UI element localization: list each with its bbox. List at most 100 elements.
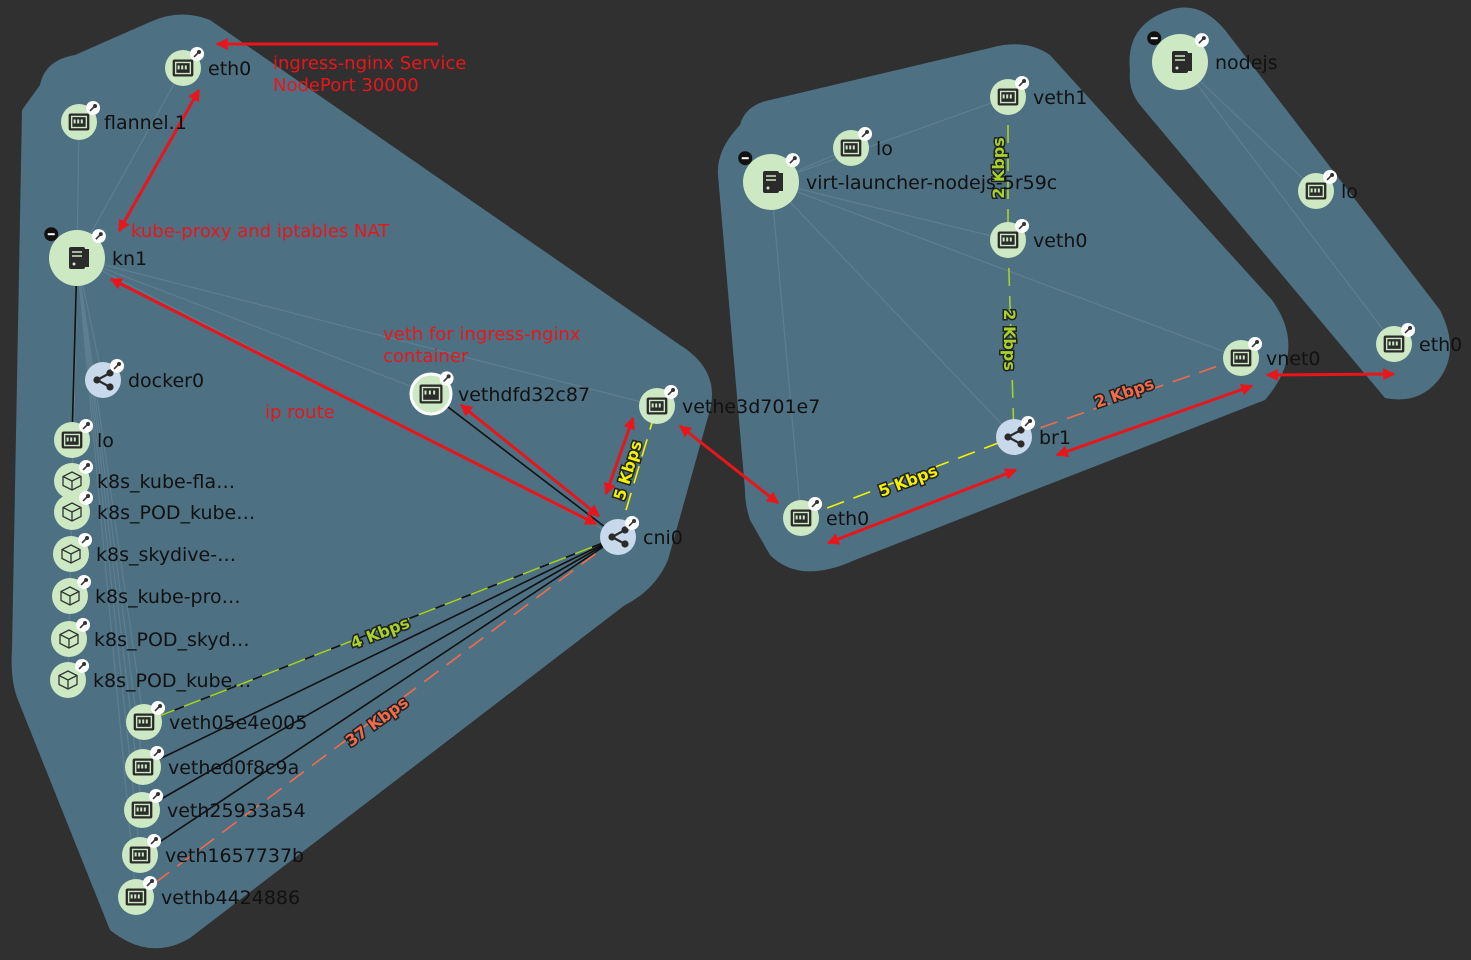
- node-label: vethed0f8c9a: [168, 757, 299, 779]
- pin-icon[interactable]: [858, 126, 873, 141]
- arrow-vethdfd-cni0: [460, 403, 600, 518]
- node-nodejs-eth0[interactable]: eth0: [1376, 322, 1462, 362]
- pin-icon[interactable]: [1248, 336, 1263, 351]
- node-virt[interactable]: virt-launcher-nodejs-5r59c: [738, 151, 1057, 210]
- node-k2[interactable]: k8s_POD_kube…: [54, 490, 255, 530]
- node-v165[interactable]: veth1657737b: [122, 833, 304, 873]
- cube-icon: [60, 586, 80, 606]
- pin-icon[interactable]: [76, 617, 91, 632]
- node-kn1-lo[interactable]: lo: [54, 418, 114, 458]
- pin-icon[interactable]: [149, 788, 164, 803]
- minus-icon[interactable]: [738, 151, 753, 166]
- group-nodejs[interactable]: [1129, 7, 1451, 400]
- node-docker0[interactable]: docker0: [85, 358, 204, 398]
- edge: [1179, 61, 1317, 192]
- node-label: veth05e4e005: [169, 712, 307, 734]
- pin-icon[interactable]: [91, 229, 106, 244]
- node-v259[interactable]: veth25933a54: [124, 788, 306, 828]
- minus-icon[interactable]: [44, 227, 59, 242]
- cube-icon: [58, 670, 78, 690]
- ethernet-port-icon: [1383, 335, 1405, 353]
- pin-icon[interactable]: [79, 459, 94, 474]
- pin-icon[interactable]: [190, 46, 205, 61]
- pin-icon[interactable]: [75, 658, 90, 673]
- pin-icon[interactable]: [664, 384, 679, 399]
- link: [71, 257, 78, 441]
- ethernet-port-icon: [61, 431, 83, 449]
- node-k1[interactable]: k8s_kube-fla…: [54, 459, 235, 499]
- server-icon: [1172, 51, 1192, 73]
- cube-icon: [62, 502, 82, 522]
- node-kn1-eth0[interactable]: eth0: [165, 46, 251, 86]
- ethernet-port-icon: [419, 384, 443, 404]
- pin-icon[interactable]: [110, 358, 125, 373]
- node-virt-lo[interactable]: lo: [833, 126, 893, 166]
- node-label: br1: [1039, 427, 1071, 449]
- node-label: veth25933a54: [167, 800, 306, 822]
- node-k5[interactable]: k8s_POD_skyd…: [51, 617, 250, 657]
- node-cni0[interactable]: cni0: [600, 515, 683, 555]
- node-br1[interactable]: br1: [996, 415, 1071, 455]
- node-vethdfd[interactable]: vethdfd32c87: [409, 371, 590, 416]
- node-label: veth1657737b: [165, 845, 304, 867]
- ethernet-port-icon: [133, 713, 155, 731]
- pin-icon[interactable]: [77, 574, 92, 589]
- node-label: eth0: [1419, 334, 1462, 356]
- node-k4[interactable]: k8s_kube-pro…: [52, 574, 241, 614]
- pin-icon[interactable]: [86, 100, 101, 115]
- node-veth1[interactable]: veth1: [990, 75, 1088, 115]
- pin-icon[interactable]: [143, 875, 158, 890]
- ethernet-port-icon: [997, 231, 1019, 249]
- ethernet-port-icon: [840, 139, 862, 157]
- ethernet-port-icon: [129, 846, 151, 864]
- pin-icon[interactable]: [1015, 218, 1030, 233]
- node-veth0[interactable]: veth0: [990, 218, 1088, 258]
- share-icon: [608, 526, 629, 548]
- pin-icon[interactable]: [1015, 75, 1030, 90]
- pin-icon[interactable]: [78, 532, 93, 547]
- node-vnet0[interactable]: vnet0: [1223, 336, 1321, 376]
- node-vb44[interactable]: vethb4424886: [118, 875, 300, 915]
- pin-icon[interactable]: [1323, 169, 1338, 184]
- pin-icon[interactable]: [625, 515, 640, 530]
- node-ved[interactable]: vethed0f8c9a: [125, 745, 299, 785]
- edge: [770, 181, 1242, 359]
- node-label: vethe3d701e7: [682, 396, 820, 418]
- cube-icon: [59, 629, 79, 649]
- node-virt-eth0[interactable]: eth0: [783, 496, 869, 536]
- pin-icon[interactable]: [439, 371, 454, 386]
- arrow-eth0-br1: [826, 468, 1018, 545]
- node-nodejs[interactable]: nodejs: [1147, 31, 1278, 90]
- pin-icon[interactable]: [1021, 415, 1036, 430]
- node-label: eth0: [208, 58, 251, 80]
- pin-icon[interactable]: [151, 700, 166, 715]
- cube-icon: [61, 544, 81, 564]
- pin-icon[interactable]: [79, 490, 94, 505]
- pin-icon[interactable]: [1194, 33, 1209, 48]
- node-label: docker0: [128, 370, 204, 392]
- pin-icon[interactable]: [785, 153, 800, 168]
- annotation-veth-ingress: veth for ingress-nginx: [383, 324, 581, 345]
- node-k6[interactable]: k8s_POD_kube…: [50, 658, 251, 698]
- pin-icon[interactable]: [1401, 322, 1416, 337]
- bw-link-cni0-vb44: [135, 536, 619, 898]
- node-vethe3d[interactable]: vethe3d701e7: [639, 384, 820, 424]
- edge: [770, 181, 1009, 241]
- link: [139, 536, 619, 856]
- pin-icon[interactable]: [808, 496, 823, 511]
- node-kn1[interactable]: kn1: [44, 227, 147, 286]
- node-k3[interactable]: k8s_skydive-…: [53, 532, 236, 572]
- pin-icon[interactable]: [79, 418, 94, 433]
- server-icon: [763, 171, 783, 193]
- annotation-ip-route: ip route: [265, 402, 335, 423]
- node-label: vethb4424886: [161, 887, 300, 909]
- node-flannel[interactable]: flannel.1: [61, 100, 187, 140]
- pin-icon[interactable]: [147, 833, 162, 848]
- link: [141, 536, 619, 811]
- node-v05[interactable]: veth05e4e005: [126, 700, 307, 740]
- pin-icon[interactable]: [150, 745, 165, 760]
- minus-icon[interactable]: [1147, 31, 1162, 46]
- node-label: vnet0: [1266, 348, 1321, 370]
- node-nodejs-lo[interactable]: lo: [1298, 169, 1358, 209]
